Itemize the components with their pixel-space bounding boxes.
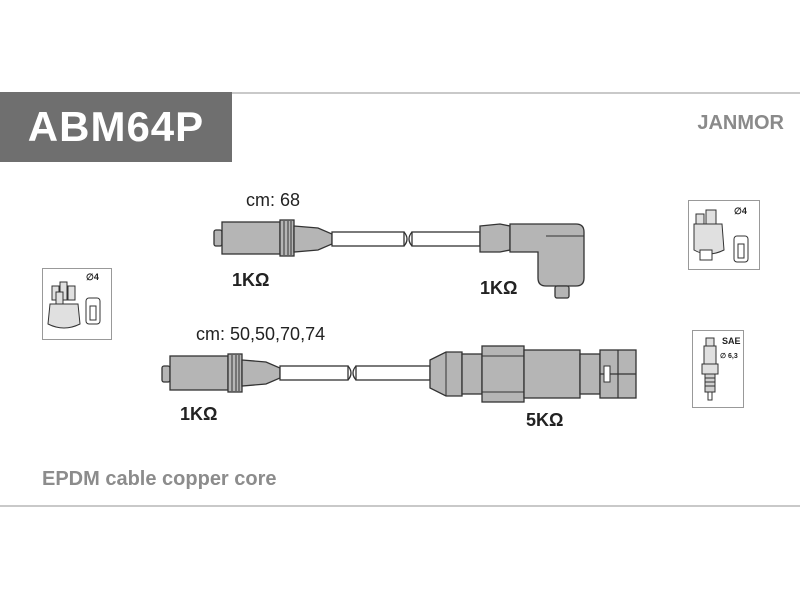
spark-plug-icon: SAE ∅ 6,3 xyxy=(692,330,744,413)
part-number: ABM64P xyxy=(27,103,205,150)
cable-2 xyxy=(161,345,637,403)
ignition-coil-icon: ∅4 xyxy=(688,200,760,275)
coil-diameter-label: ∅4 xyxy=(734,206,747,216)
brand-name: JANMOR xyxy=(697,112,784,134)
footer-rule xyxy=(0,505,800,507)
part-number-box: ABM64P xyxy=(0,92,232,162)
cable-1 xyxy=(213,219,585,299)
cable-2-left-resistance: 1KΩ xyxy=(180,404,218,424)
distributor-diameter-label: ∅4 xyxy=(86,272,99,282)
cable-1-right-resistance: 1KΩ xyxy=(480,278,518,298)
cable-1-length: cm: 68 xyxy=(246,190,301,210)
header-rule xyxy=(232,92,800,94)
distributor-cap-icon: ∅4 xyxy=(42,268,112,345)
spark-plug-standard: SAE xyxy=(722,336,741,346)
cable-1-left-resistance: 1KΩ xyxy=(232,270,270,290)
spark-plug-diameter: ∅ 6,3 xyxy=(720,352,738,360)
cable-description: EPDM cable copper core xyxy=(42,468,277,490)
cable-2-right-resistance: 5KΩ xyxy=(526,410,564,430)
cable-2-length: cm: 50,50,70,74 xyxy=(196,324,326,344)
